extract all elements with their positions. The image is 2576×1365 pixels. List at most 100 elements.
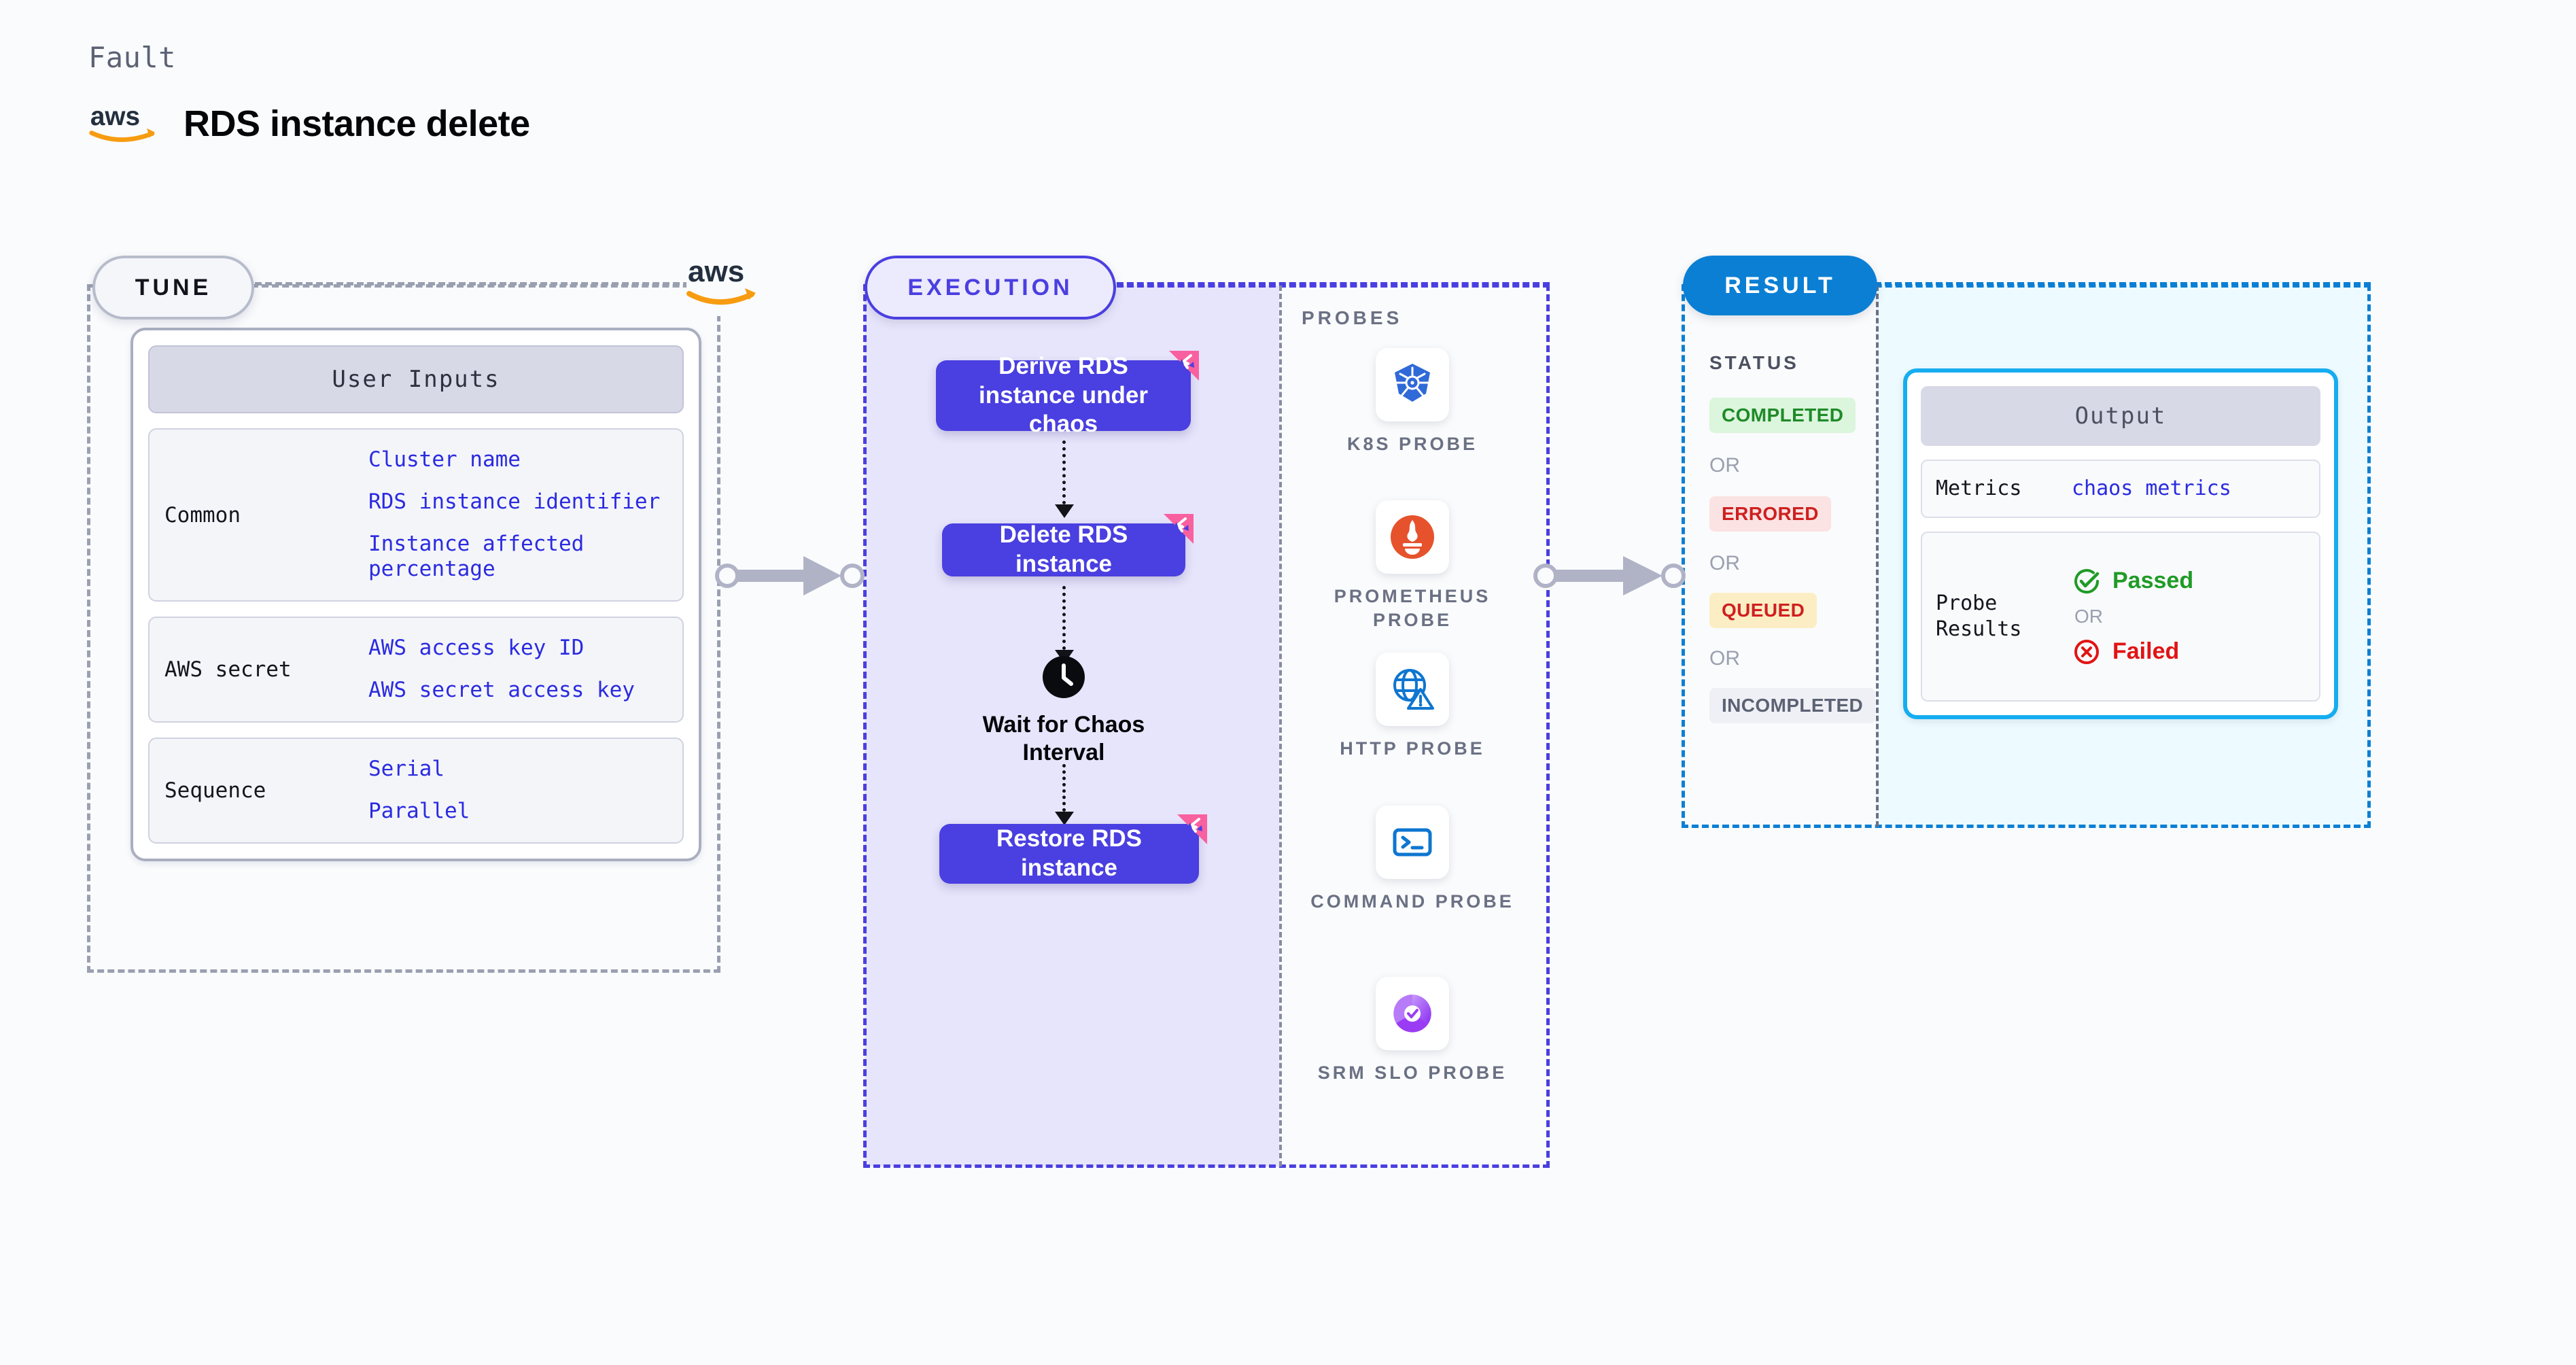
user-inputs-title: User Inputs: [148, 345, 684, 413]
aws-logo-icon: aws: [686, 252, 761, 316]
probe-label: HTTP PROBE: [1340, 738, 1485, 759]
execution-step-label: Derive RDS instance under chaos: [979, 352, 1148, 438]
input-group-values: AWS access key ID AWS secret access key: [368, 636, 635, 704]
result-panel: [1682, 284, 2371, 828]
tune-connector-line: [245, 282, 720, 286]
status-badge-errored: ERRORED: [1709, 496, 1831, 532]
execution-step-restore[interactable]: Restore RDS instance: [939, 814, 1207, 884]
input-group-common: Common Cluster name RDS instance identif…: [148, 428, 684, 602]
probe-tile: [1376, 977, 1449, 1050]
probe-tile: [1376, 348, 1449, 421]
output-card: Output Metrics chaos metrics Probe Resul…: [1903, 368, 2338, 719]
flow-arrow-tune-to-execution: [715, 556, 865, 595]
chaos-badge-icon: [1169, 351, 1199, 381]
input-group-label: Common: [164, 502, 241, 528]
clock-icon: [1043, 656, 1085, 698]
input-value[interactable]: Instance affected percentage: [368, 531, 585, 582]
probes-divider: [1279, 286, 1282, 1167]
input-group-label: AWS secret: [164, 657, 292, 682]
srm-slo-icon: [1393, 995, 1431, 1033]
aws-logo-icon: aws: [89, 103, 155, 142]
execution-arrow: [1062, 764, 1069, 812]
probe-label: SRM SLO PROBE: [1317, 1062, 1508, 1083]
result-connector-line: [1875, 282, 2371, 286]
execution-arrow-head: [1055, 812, 1074, 825]
result-divider: [1876, 286, 1879, 827]
input-value[interactable]: Serial: [368, 756, 445, 781]
execution-step-label: Wait for Chaos Interval: [982, 712, 1145, 765]
probe-tile: [1376, 500, 1449, 574]
probe-item-prometheus[interactable]: PROMETHEUS PROBE: [1310, 500, 1514, 632]
probe-outcome-label: Failed: [2112, 638, 2180, 664]
output-title: Output: [1921, 386, 2320, 446]
status-or-label: OR: [1709, 647, 1740, 670]
execution-arrow: [1062, 586, 1069, 650]
terminal-icon: [1393, 828, 1432, 857]
execution-badge[interactable]: EXECUTION: [865, 256, 1116, 319]
check-circle-icon: [2074, 568, 2100, 593]
output-row-label: Probe Results: [1936, 591, 2022, 641]
result-badge[interactable]: RESULT: [1683, 256, 1877, 315]
http-globe-warning-icon: [1393, 669, 1434, 710]
execution-step-label: Delete RDS instance: [999, 521, 1128, 577]
probe-outcome-or-label: OR: [2074, 605, 2103, 627]
execution-step-wait[interactable]: Wait for Chaos Interval: [972, 656, 1155, 767]
x-circle-icon: [2074, 639, 2099, 664]
status-title: STATUS: [1709, 352, 1799, 373]
probe-outcome-failed: Failed: [2072, 637, 2193, 667]
input-group-sequence: Sequence Serial Parallel: [148, 737, 684, 844]
status-or-label: OR: [1709, 552, 1740, 574]
svg-text:aws: aws: [688, 255, 744, 288]
output-row-label: Metrics: [1936, 477, 2022, 500]
output-row-metrics: Metrics chaos metrics: [1921, 460, 2320, 518]
output-row-probe-results: Probe Results Passed OR Failed: [1921, 531, 2320, 702]
title-row: aws RDS instance delete: [88, 103, 530, 145]
execution-connector-line: [1107, 282, 1550, 286]
probes-title: PROBES: [1302, 307, 1403, 328]
input-group-values: Serial Parallel: [368, 757, 470, 825]
svg-text:aws: aws: [90, 103, 140, 131]
execution-panel-fill: [865, 286, 1279, 1167]
probe-label: PROMETHEUS PROBE: [1334, 586, 1491, 631]
execution-step-label: Restore RDS instance: [996, 825, 1142, 881]
input-value[interactable]: Parallel: [368, 798, 470, 823]
probe-item-k8s[interactable]: K8S PROBE: [1310, 348, 1514, 456]
probe-item-srm-slo[interactable]: SRM SLO PROBE: [1310, 977, 1514, 1085]
input-value[interactable]: AWS access key ID: [368, 636, 585, 661]
flow-arrow-execution-to-result: [1533, 556, 1686, 595]
probe-label: COMMAND PROBE: [1310, 891, 1514, 912]
execution-panel: [863, 284, 1550, 1168]
fault-eyebrow-label: Fault: [88, 41, 176, 74]
probe-label: K8S PROBE: [1346, 434, 1478, 454]
execution-step-derive[interactable]: Derive RDS instance under chaos: [936, 351, 1199, 437]
status-or-label: OR: [1709, 454, 1740, 477]
prometheus-icon: [1391, 515, 1434, 559]
chaos-badge-icon: [1177, 814, 1207, 844]
execution-arrow: [1062, 440, 1069, 504]
chaos-badge-icon: [1164, 514, 1194, 544]
input-value[interactable]: AWS secret access key: [368, 678, 635, 703]
input-group-values: Cluster name RDS instance identifier Ins…: [368, 447, 674, 583]
input-group-aws-secret: AWS secret AWS access key ID AWS secret …: [148, 617, 684, 723]
probe-outcome-passed: Passed: [2072, 566, 2193, 596]
page-title: RDS instance delete: [184, 103, 530, 144]
probe-item-http[interactable]: HTTP PROBE: [1310, 653, 1514, 761]
tune-badge[interactable]: TUNE: [92, 256, 254, 319]
status-badge-queued: QUEUED: [1709, 593, 1817, 628]
probe-outcome-label: Passed: [2112, 568, 2194, 593]
execution-step-delete[interactable]: Delete RDS instance: [942, 514, 1194, 577]
user-inputs-card: User Inputs Common Cluster name RDS inst…: [130, 328, 701, 861]
input-group-label: Sequence: [164, 778, 266, 803]
input-value[interactable]: Cluster name: [368, 447, 521, 472]
output-row-value[interactable]: chaos metrics: [2072, 477, 2231, 501]
status-badge-completed: COMPLETED: [1709, 398, 1856, 433]
probe-tile: [1376, 806, 1449, 879]
probe-item-command[interactable]: COMMAND PROBE: [1310, 806, 1514, 914]
status-badge-incompleted: INCOMPLETED: [1709, 688, 1876, 723]
kubernetes-icon: [1395, 364, 1430, 402]
probe-outcomes: Passed OR Failed: [2072, 566, 2193, 667]
page-header: Fault aws RDS instance delete: [88, 41, 530, 145]
execution-arrow-head: [1055, 504, 1074, 518]
input-value[interactable]: RDS instance identifier: [368, 489, 661, 514]
probe-tile: [1376, 653, 1449, 726]
